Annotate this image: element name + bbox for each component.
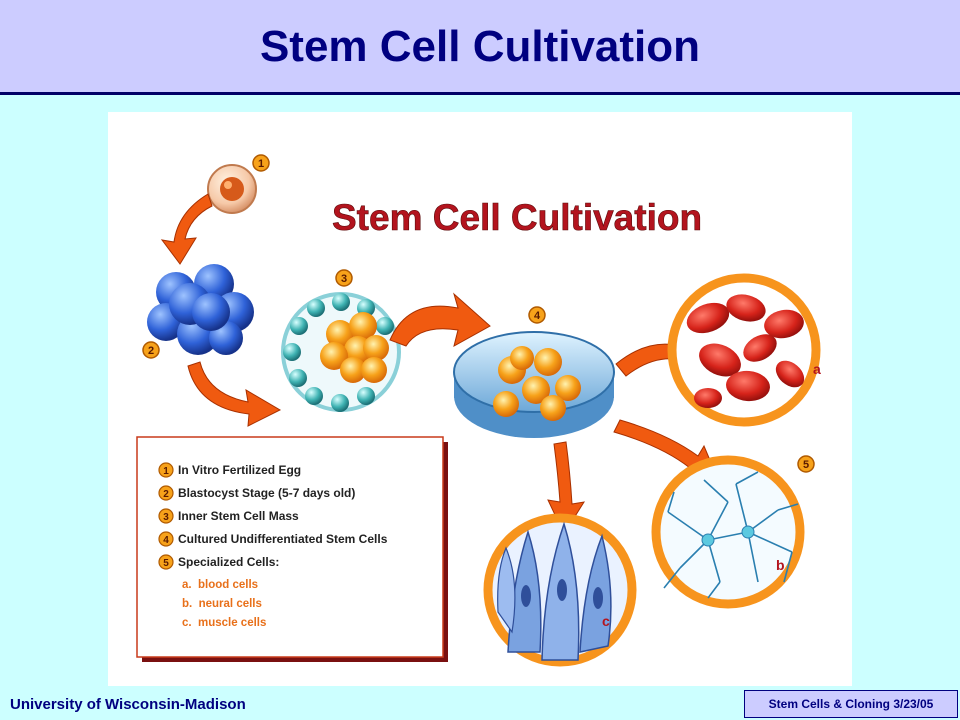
legend-sub-item-b: b. neural cells [182, 598, 262, 610]
svg-text:4: 4 [534, 310, 541, 322]
neural-cells-circle: b [651, 455, 805, 609]
step-badge-4: 4 [528, 306, 546, 324]
muscle-cells-circle: c [483, 513, 637, 667]
circle-letter-c: c [602, 613, 610, 629]
svg-text:4: 4 [163, 535, 169, 546]
inner-cell-mass-icon [281, 292, 401, 412]
svg-text:Specialized Cells:: Specialized Cells: [178, 555, 279, 569]
legend-item-2: 2 Blastocyst Stage (5-7 days old) [158, 485, 355, 501]
svg-text:1: 1 [258, 158, 264, 170]
footer-institution: University of Wisconsin-Madison [10, 696, 246, 713]
legend-item-3: 3 Inner Stem Cell Mass [158, 508, 299, 524]
step-badge-3: 3 [335, 269, 353, 287]
circle-letter-a: a [813, 361, 821, 377]
stem-cell-diagram: Stem Cell Cultivation 1 2 [108, 112, 852, 686]
arrow-blastocyst-to-inner-mass [187, 361, 282, 427]
arrow-egg-to-blastocyst [160, 193, 213, 265]
legend-sub-item-a: a. blood cells [182, 579, 258, 591]
svg-text:3: 3 [163, 512, 169, 523]
footer-course-date: Stem Cells & Cloning 3/23/05 [744, 690, 958, 718]
step-badge-1: 1 [252, 154, 270, 172]
legend-sub-item-c: c. muscle cells [182, 617, 266, 629]
petri-dish-icon [453, 331, 615, 438]
svg-text:5: 5 [803, 459, 809, 471]
arrow-inner-mass-to-dish [389, 292, 491, 347]
legend-item-1: 1 In Vitro Fertilized Egg [158, 462, 301, 478]
svg-text:2: 2 [148, 345, 154, 357]
circle-letter-b: b [776, 557, 785, 573]
svg-text:Blastocyst Stage (5-7 days old: Blastocyst Stage (5-7 days old) [178, 486, 355, 500]
step-badge-5: 5 [797, 455, 815, 473]
blastocyst-cluster-icon [147, 264, 254, 355]
slide-title: Stem Cell Cultivation [259, 22, 701, 71]
svg-text:Cultured Undifferentiated Stem: Cultured Undifferentiated Stem Cells [178, 532, 388, 546]
fertilized-egg-icon [207, 164, 257, 214]
svg-text:5: 5 [163, 558, 169, 569]
legend-box: 1 In Vitro Fertilized Egg 2 Blastocyst S… [136, 436, 448, 662]
legend-item-5: 5 Specialized Cells: [158, 554, 279, 570]
legend-item-4: 4 Cultured Undifferentiated Stem Cells [158, 531, 388, 547]
svg-text:2: 2 [163, 489, 169, 500]
svg-text:Inner Stem Cell Mass: Inner Stem Cell Mass [178, 509, 299, 523]
blood-cells-circle: a [667, 273, 821, 427]
svg-text:In Vitro Fertilized Egg: In Vitro Fertilized Egg [178, 463, 301, 477]
step-badge-2: 2 [142, 341, 160, 359]
svg-text:1: 1 [163, 466, 169, 477]
figure-title: Stem Cell Cultivation [332, 197, 702, 238]
svg-text:3: 3 [341, 273, 347, 285]
slide-header: Stem Cell Cultivation [0, 0, 960, 95]
